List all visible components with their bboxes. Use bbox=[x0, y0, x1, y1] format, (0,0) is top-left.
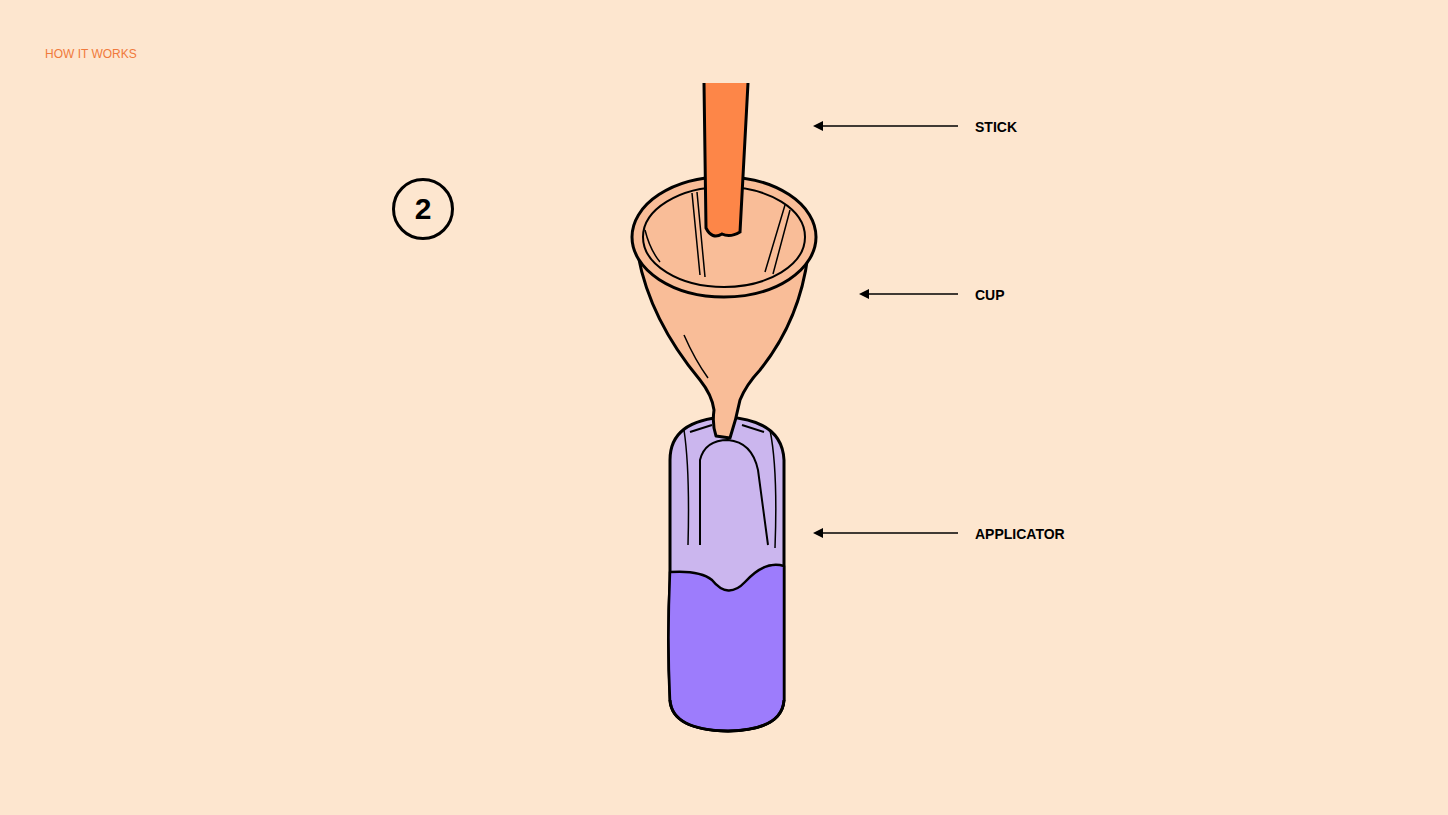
part-label: STICK bbox=[975, 119, 1017, 135]
applicator bbox=[669, 417, 785, 731]
leader-lines bbox=[813, 121, 958, 538]
part-label: APPLICATOR bbox=[975, 526, 1065, 542]
stick bbox=[704, 83, 748, 236]
callout-number: 2 bbox=[392, 178, 454, 240]
page-heading: HOW IT WORKS bbox=[45, 47, 137, 61]
part-label: CUP bbox=[975, 287, 1005, 303]
step-circle: 2 bbox=[392, 178, 454, 240]
